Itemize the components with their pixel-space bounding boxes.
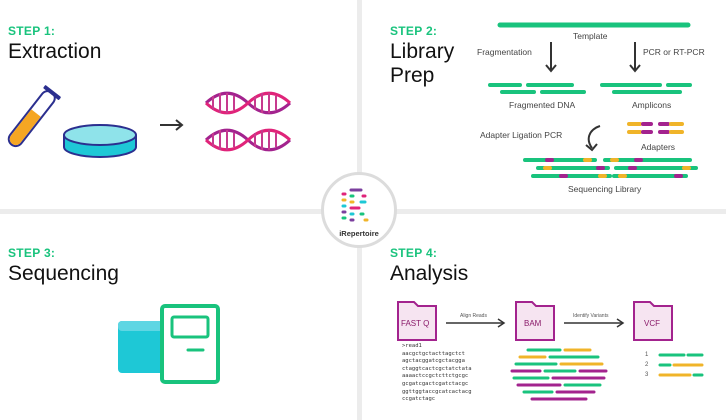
adapter-strands: [627, 122, 684, 134]
folder-icon: [515, 301, 555, 341]
sequencer-icon: [118, 304, 220, 384]
dna-helix-icon: [204, 91, 292, 152]
read-line: ctaggtcactcgctatctata: [402, 365, 472, 372]
amplicon-strands: [600, 83, 692, 94]
logo-text: iRepertoire: [339, 229, 379, 238]
variant-number: 2: [645, 362, 649, 368]
read-line: ggttggtaccgcatcactacg: [402, 388, 472, 395]
variant-number: 3: [645, 372, 649, 378]
sequencing-library-strands: [523, 158, 698, 178]
curved-arrow-icon: [585, 125, 601, 152]
step-2-title-line2: Prep: [390, 64, 435, 87]
variant-lines: [658, 353, 704, 377]
step-1-label: STEP 1:: [8, 24, 56, 38]
template-label: Template: [573, 31, 608, 41]
fragmentation-label: Fragmentation: [477, 47, 532, 57]
amplicons-label: Amplicons: [632, 100, 672, 110]
read-header: >read1: [402, 343, 422, 349]
logo-mark-icon: [341, 188, 369, 222]
fastq-label: FAST Q: [401, 319, 430, 328]
read-line: gcgatcgactcgatctacgc: [402, 380, 469, 387]
folder-icon: [397, 301, 437, 341]
read-line: aaaactccgctcttctgcgc: [402, 373, 469, 380]
panel-extraction: [0, 0, 357, 209]
adapter-ligation-label: Adapter Ligation PCR: [480, 130, 563, 140]
test-tube-icon: [7, 85, 61, 148]
arrow-right-icon: [160, 119, 184, 131]
aligned-reads-graphic: [510, 348, 608, 401]
arrow-right-icon: [446, 318, 506, 328]
step-2-title-line1: Library: [390, 40, 455, 63]
read-line: agctacggatcgctacgga: [402, 358, 465, 365]
folder-icon: [633, 301, 673, 341]
irepertoire-logo: iRepertoire: [321, 172, 397, 248]
pcr-label: PCR or RT-PCR: [643, 47, 705, 57]
read-sequence: >read1 aacgctgctacttagctct agctacggatcgc…: [402, 343, 472, 404]
read-line: aacgctgctacttagctct: [402, 350, 465, 357]
bam-label: BAM: [524, 319, 542, 328]
arrow-right-icon: [564, 318, 625, 328]
sequencing-library-label: Sequencing Library: [568, 184, 642, 194]
arrow-down-icon: [629, 42, 641, 73]
align-reads-label: Align Reads: [460, 313, 487, 319]
petri-dish-icon: [63, 124, 137, 158]
step-4-title: Analysis: [390, 262, 469, 285]
identify-variants-label: Identify Variants: [573, 313, 609, 319]
fragmented-dna-label: Fragmented DNA: [509, 100, 576, 110]
variant-number: 1: [645, 352, 649, 358]
vcf-label: VCF: [644, 319, 660, 328]
step-4-label: STEP 4:: [390, 246, 438, 260]
step-3-label: STEP 3:: [8, 246, 56, 260]
step-3-title: Sequencing: [8, 262, 119, 285]
arrow-down-icon: [545, 42, 557, 73]
fragmented-dna-strands: [488, 83, 586, 94]
step-2-label: STEP 2:: [390, 24, 438, 38]
read-line: ccgatctagc: [402, 396, 436, 403]
step-1-title: Extraction: [8, 40, 102, 63]
adapters-label: Adapters: [641, 142, 676, 152]
